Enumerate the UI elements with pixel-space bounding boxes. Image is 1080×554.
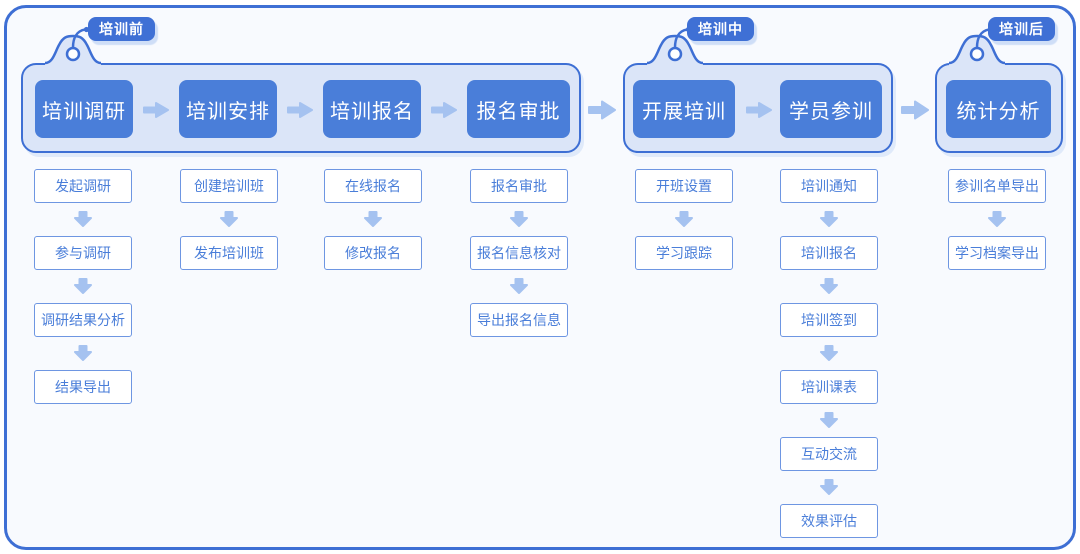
arrow-right-icon <box>588 100 616 120</box>
flow-node-attend: 学员参训 <box>780 80 882 138</box>
sub-step: 学习跟踪 <box>635 236 733 270</box>
flow-node-approve: 报名审批 <box>467 80 570 138</box>
arrow-down-icon <box>820 479 838 495</box>
sub-step: 培训课表 <box>780 370 878 404</box>
arrow-down-icon <box>988 211 1006 227</box>
sub-step: 效果评估 <box>780 504 878 538</box>
arrow-down-icon <box>510 278 528 294</box>
arrow-right-icon <box>901 100 929 120</box>
arrow-down-icon <box>820 412 838 428</box>
arrow-down-icon <box>220 211 238 227</box>
sub-step: 培训报名 <box>780 236 878 270</box>
phase-tag-before: 培训前 <box>88 17 155 41</box>
sub-step: 参训名单导出 <box>948 169 1046 203</box>
arrow-down-icon <box>820 345 838 361</box>
arrow-down-icon <box>675 211 693 227</box>
arrow-down-icon <box>510 211 528 227</box>
arrow-right-icon <box>143 102 169 118</box>
flow-node-survey: 培训调研 <box>35 80 133 138</box>
sub-step: 互动交流 <box>780 437 878 471</box>
arrow-down-icon <box>364 211 382 227</box>
arrow-down-icon <box>74 211 92 227</box>
sub-step: 结果导出 <box>34 370 132 404</box>
phase-tag-after: 培训后 <box>988 17 1055 41</box>
tag-pin-icon <box>646 26 704 68</box>
sub-step: 发起调研 <box>34 169 132 203</box>
sub-step: 在线报名 <box>324 169 422 203</box>
arrow-down-icon <box>820 211 838 227</box>
sub-step: 参与调研 <box>34 236 132 270</box>
arrow-right-icon <box>746 102 772 118</box>
flow-node-signup: 培训报名 <box>323 80 421 138</box>
arrow-down-icon <box>74 345 92 361</box>
sub-step: 培训签到 <box>780 303 878 337</box>
sub-step: 导出报名信息 <box>470 303 568 337</box>
sub-step: 发布培训班 <box>180 236 278 270</box>
sub-step: 开班设置 <box>635 169 733 203</box>
arrow-down-icon <box>74 278 92 294</box>
sub-step: 修改报名 <box>324 236 422 270</box>
tag-pin-icon <box>44 26 102 68</box>
arrow-right-icon <box>431 102 457 118</box>
phase-tag-during: 培训中 <box>687 17 754 41</box>
sub-step: 报名审批 <box>470 169 568 203</box>
sub-step: 培训通知 <box>780 169 878 203</box>
arrow-right-icon <box>287 102 313 118</box>
flow-node-conduct: 开展培训 <box>633 80 735 138</box>
sub-step: 学习档案导出 <box>948 236 1046 270</box>
sub-step: 报名信息核对 <box>470 236 568 270</box>
flow-node-stats: 统计分析 <box>946 80 1051 138</box>
sub-step: 调研结果分析 <box>34 303 132 337</box>
arrow-down-icon <box>820 278 838 294</box>
flow-node-arrange: 培训安排 <box>179 80 277 138</box>
sub-step: 创建培训班 <box>180 169 278 203</box>
